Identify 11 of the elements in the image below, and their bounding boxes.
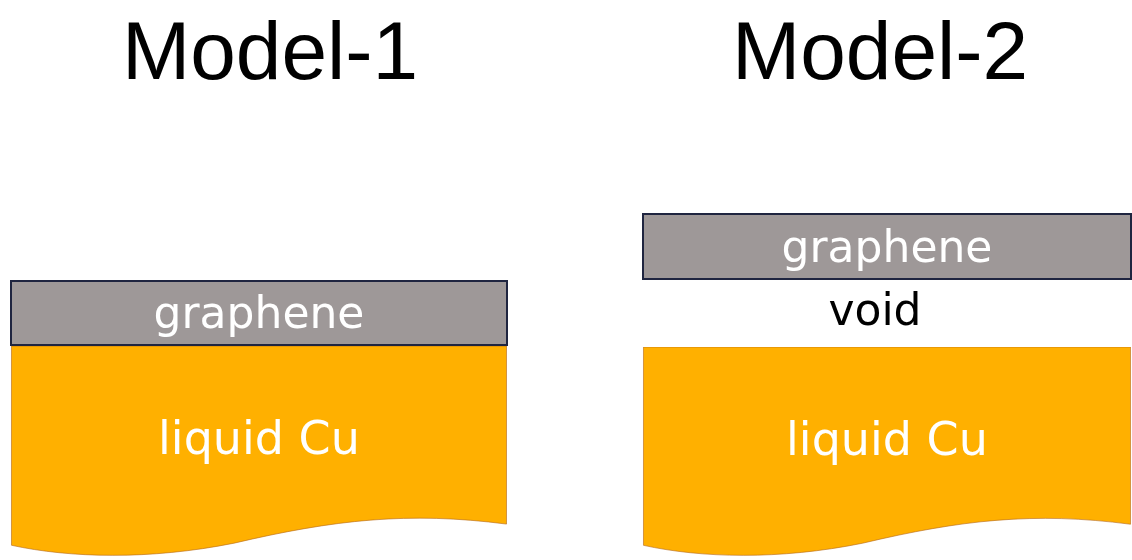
graphene-layer (10, 280, 508, 346)
layer-label: graphene (781, 224, 993, 269)
layer-label: graphene (153, 291, 365, 335)
liquid-copper-layer (642, 347, 1132, 558)
void-label: void (828, 288, 922, 332)
graphene-layer (642, 213, 1132, 280)
model-title: Model-1 (121, 10, 419, 92)
model-title: Model-2 (731, 10, 1029, 92)
layer-label: liquid Cu (158, 410, 360, 467)
liquid-copper-layer (10, 346, 508, 558)
layer-label: liquid Cu (786, 411, 988, 468)
